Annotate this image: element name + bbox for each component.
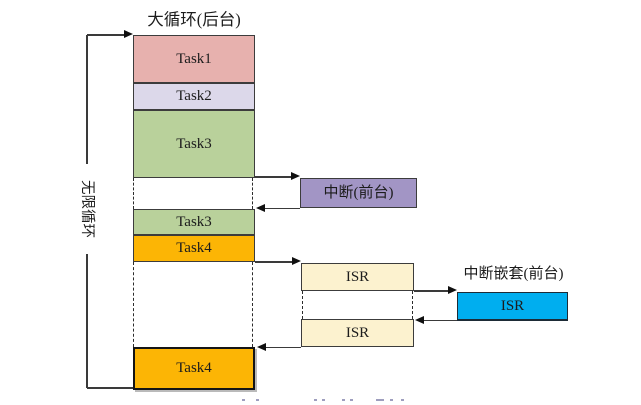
isr-first-label: ISR <box>345 268 370 285</box>
isr-gap-dashed-right <box>412 291 413 319</box>
nested-isr-box: ISR <box>457 292 568 321</box>
caption-fragment <box>242 399 404 402</box>
task1-box: Task1 <box>133 35 255 83</box>
interrupt-entry-arrowhead-icon <box>291 172 300 181</box>
nested-return-arrowhead-icon <box>415 315 424 324</box>
interrupt-return-arrowhead-icon <box>256 203 265 212</box>
gap1-dashed-left <box>132 178 134 209</box>
task3-resume-label: Task3 <box>176 213 212 230</box>
loop-entry-line <box>87 34 125 36</box>
task4-label: Task4 <box>176 240 212 256</box>
task4-resume-label: Task4 <box>176 360 212 376</box>
nested-interrupt-title: 中断嵌套(前台) <box>463 266 564 282</box>
gap2-dashed-right <box>252 262 254 347</box>
isr-gap-dashed-left <box>301 291 303 319</box>
task4-box: Task4 <box>133 235 255 262</box>
task2-box: Task2 <box>133 83 255 110</box>
background-loop-title: 大循环(后台) <box>147 10 241 29</box>
task3-box: Task3 <box>133 110 255 178</box>
isr-return-line <box>265 346 301 349</box>
task1-label: Task1 <box>176 50 212 67</box>
isr-second-box: ISR <box>301 319 414 347</box>
isr-return-arrowhead-icon <box>257 342 266 351</box>
isr-entry-line <box>255 261 293 263</box>
nested-isr-label: ISR <box>500 297 525 314</box>
gap1-dashed-right <box>252 178 254 209</box>
isr-first-box: ISR <box>301 263 414 291</box>
loop-entry-arrowhead-icon <box>124 30 133 39</box>
interrupt-label: 中断(前台) <box>323 184 394 201</box>
nested-entry-arrowhead-icon <box>448 286 457 295</box>
task2-label: Task2 <box>176 88 212 104</box>
infinite-loop-label: 无限循环 <box>76 164 98 254</box>
task3-resume-box: Task3 <box>133 209 255 235</box>
interrupt-entry-line <box>255 176 293 178</box>
isr-entry-arrowhead-icon <box>292 257 301 266</box>
loop-return-line <box>87 387 134 389</box>
isr-second-label: ISR <box>345 324 370 341</box>
task4-resume-box: Task4 <box>133 347 255 390</box>
interrupt-box: 中断(前台) <box>300 178 417 208</box>
nested-return-line <box>423 319 457 322</box>
gap2-dashed-left <box>132 262 134 347</box>
task3-label: Task3 <box>176 135 212 152</box>
interrupt-return-line <box>264 207 300 210</box>
nested-entry-line <box>414 290 449 292</box>
